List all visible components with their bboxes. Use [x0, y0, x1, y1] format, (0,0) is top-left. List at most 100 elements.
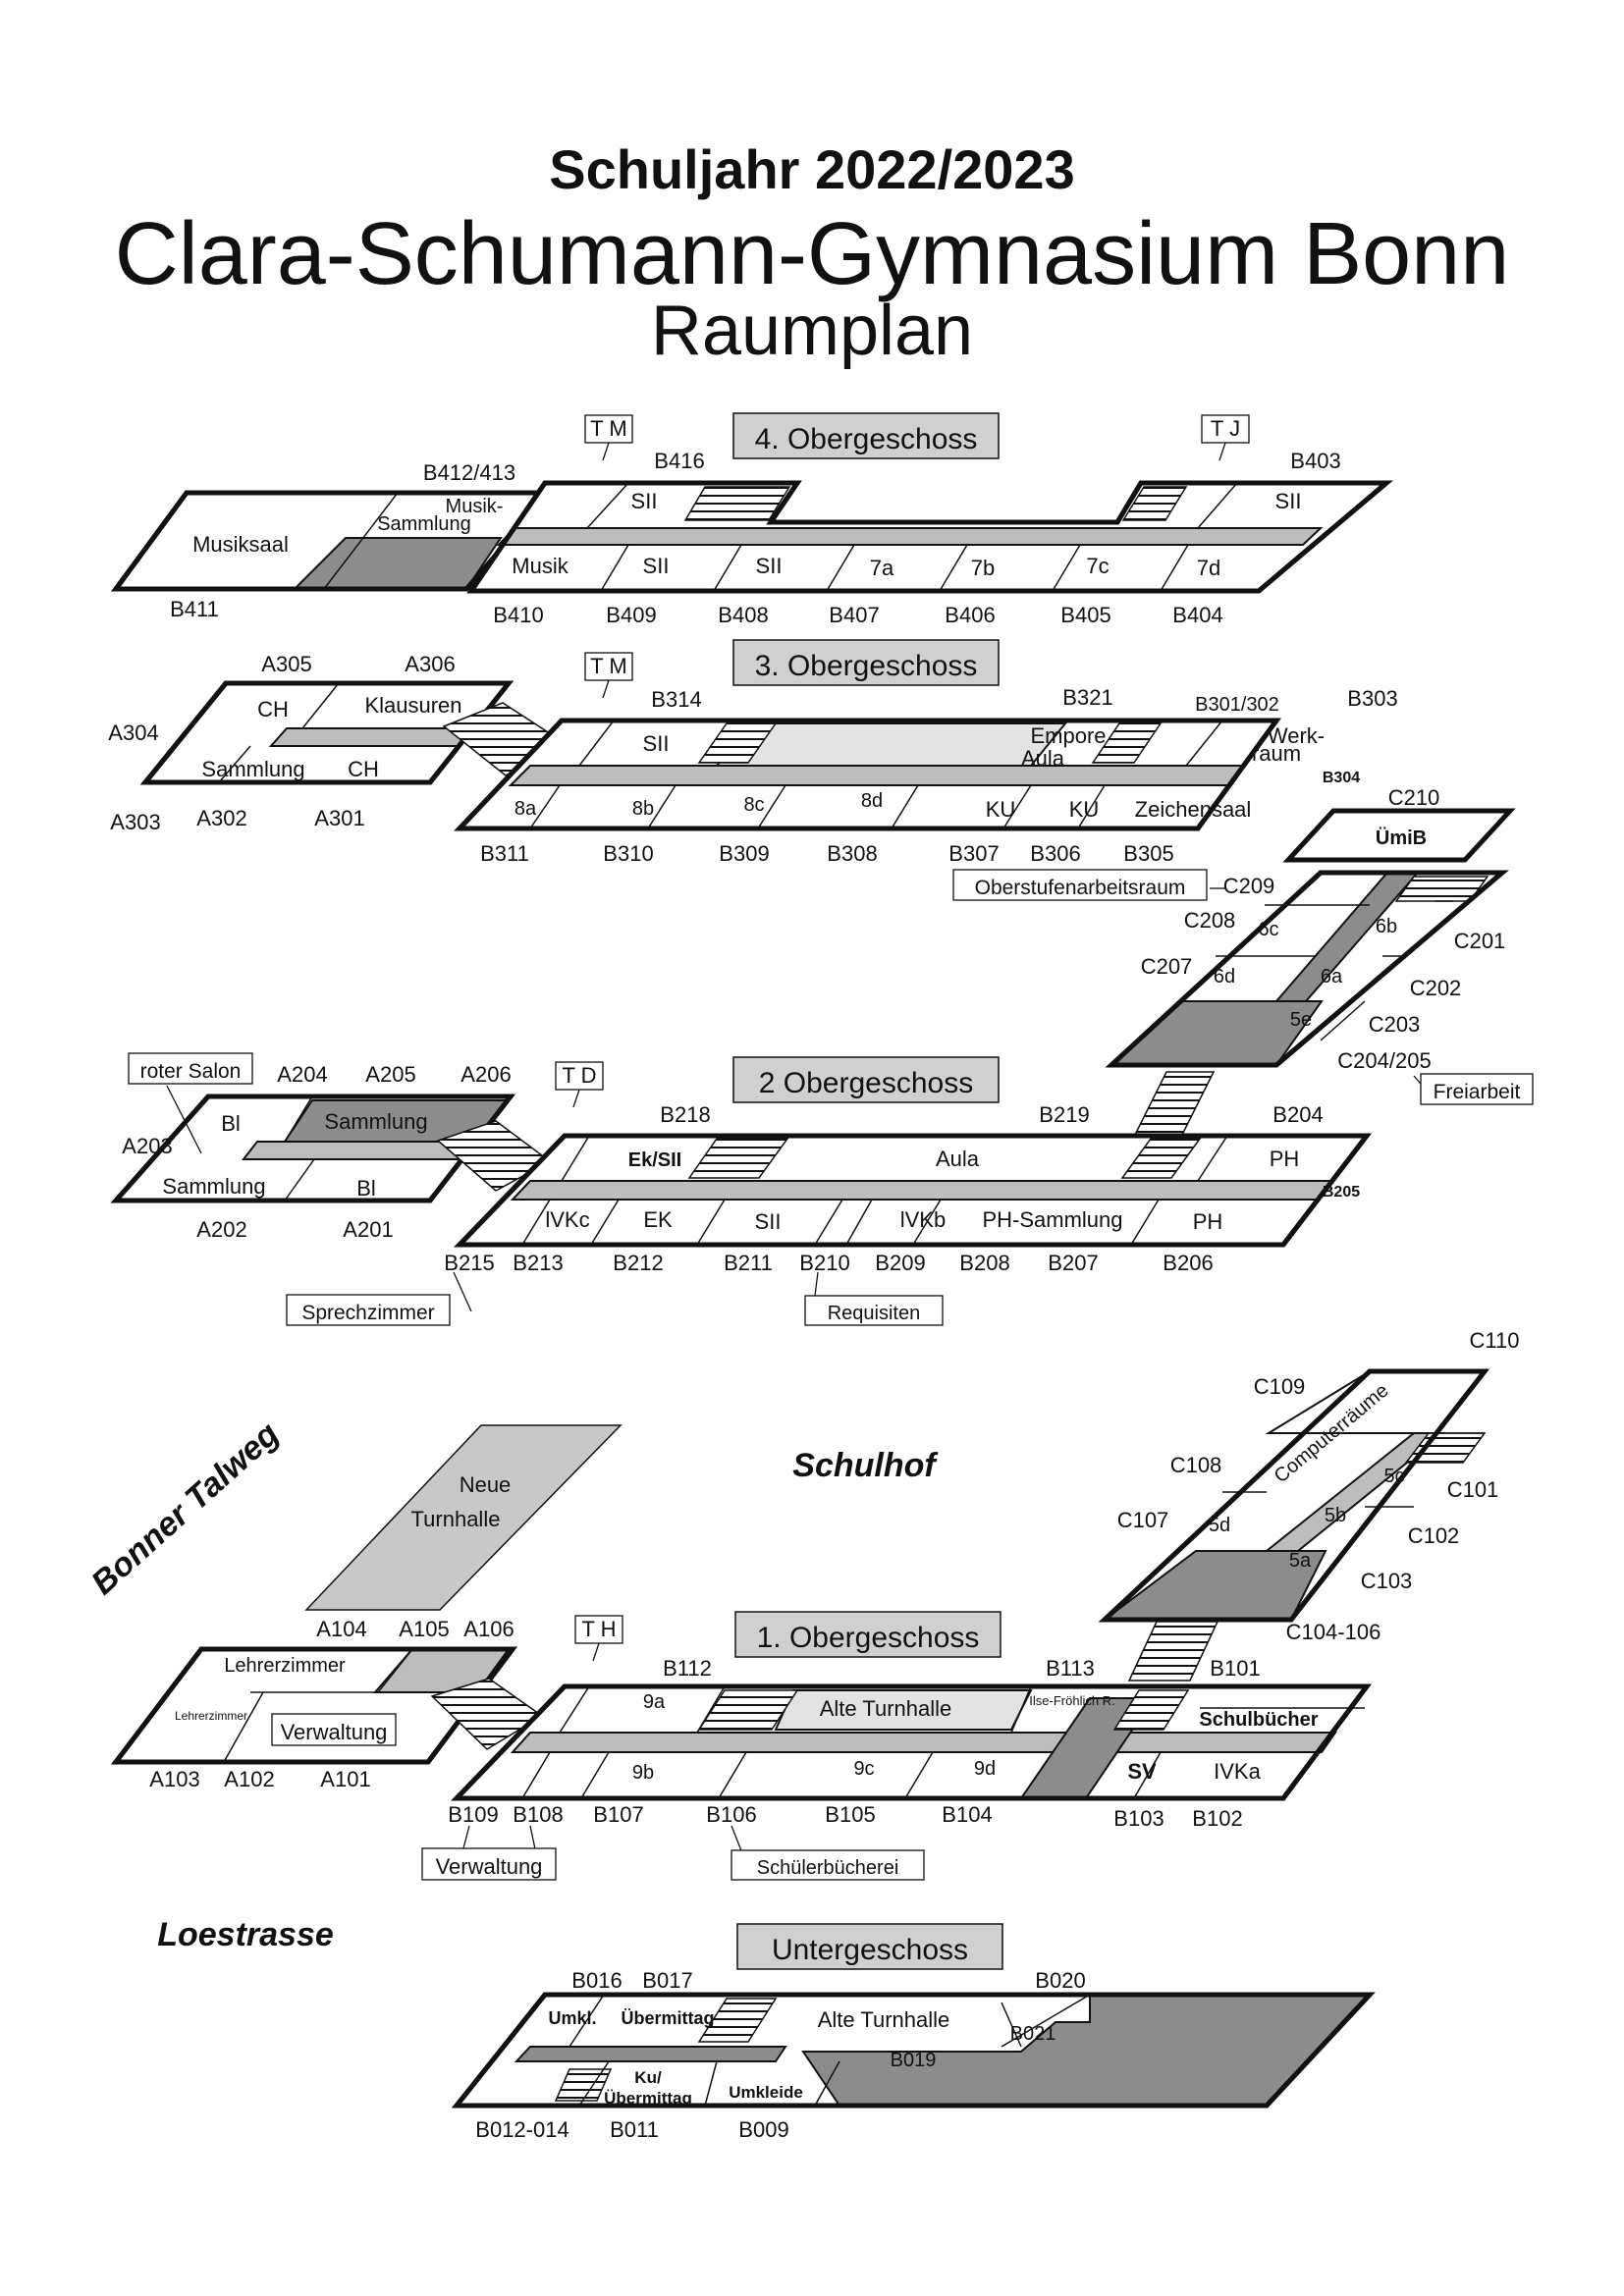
og4-room-divider [600, 544, 629, 592]
room-number: A306 [405, 652, 455, 676]
og2-room-divider [696, 1199, 726, 1246]
og1-title-frame [734, 1611, 1001, 1658]
room-musik-sammlung-1: Musik- [446, 496, 504, 517]
building-shapes [110, 480, 1516, 2109]
room-number: B411 [170, 597, 219, 621]
og4-room-divider [1160, 544, 1189, 592]
room-number: C110 [1470, 1328, 1520, 1353]
c-stairs-1-0 [1127, 1621, 1219, 1682]
room-umkl: Umkl. [548, 2008, 596, 2028]
room-number: B109 [448, 1802, 498, 1827]
room-number: B405 [1060, 603, 1110, 627]
og2-room-divider [561, 1135, 590, 1182]
room-number: A105 [399, 1617, 449, 1641]
og2-room-divider [521, 1199, 551, 1246]
ug-divider [1001, 2002, 1022, 2048]
room-ivkb: lVKb [900, 1207, 946, 1232]
room-number: C210 [1388, 785, 1440, 810]
room-sii: SII [643, 554, 670, 578]
room-number: C208 [1184, 908, 1236, 933]
og2-pointer [453, 1271, 472, 1312]
room-7c: 7c [1086, 554, 1109, 578]
ug-title-frame [736, 1923, 1003, 1970]
room-8b: 8b [632, 798, 654, 820]
room-number: A203 [122, 1134, 172, 1158]
room-number: B113 [1046, 1656, 1095, 1681]
room-number: B303 [1347, 686, 1397, 711]
room-number: A101 [320, 1767, 370, 1791]
og1-title: 1. Obergeschoss [757, 1622, 980, 1654]
og1-stairs-1 [697, 1689, 799, 1731]
room-zeichensaal: Zeichensaal [1135, 797, 1252, 822]
room-aula: Aula [1021, 746, 1065, 771]
og2-room-divider [590, 1199, 620, 1246]
room-bl: Bl [221, 1111, 241, 1136]
room-number: A303 [110, 810, 160, 834]
room-number: B011 [610, 2117, 659, 2142]
og4-tag-tj-frame [1201, 414, 1250, 444]
og3-a-divider [218, 745, 251, 783]
room-ph-sammlung: PH-Sammlung [982, 1207, 1122, 1232]
og3-room-divider [757, 784, 786, 829]
room-sammlung: Sammlung [201, 757, 304, 781]
og3-room-divider [1185, 720, 1223, 767]
school-year-heading: Schuljahr 2022/2023 [549, 138, 1075, 200]
room-9b: 9b [632, 1762, 654, 1784]
room-lehrerzimmer: Lehrerzimmer [224, 1655, 346, 1677]
room-number: C107 [1117, 1508, 1169, 1532]
c2-divider [1320, 1000, 1366, 1041]
room-schulbuecher: Schulbücher [1199, 1709, 1318, 1731]
room-number: B306 [1030, 841, 1080, 866]
box-verwaltung-a: Verwaltung [281, 1720, 388, 1744]
room-alte-turnhalle: Alte Turnhalle [818, 2007, 950, 2032]
room-number: A305 [261, 652, 311, 676]
og4-main-outline [466, 480, 1393, 594]
room-ku: KU [1069, 797, 1100, 822]
room-sv: SV [1127, 1759, 1157, 1784]
room-ch: CH [348, 757, 379, 781]
room-empore: Empore [1030, 723, 1106, 748]
room-ph: PH [1270, 1147, 1300, 1171]
og4-tag-tm-pointer [602, 442, 610, 461]
room-number: C104-106 [1286, 1620, 1381, 1644]
og4-room-divider [1052, 544, 1081, 592]
ug-title: Untergeschoss [772, 1934, 968, 1966]
og2-room-divider [1197, 1135, 1228, 1182]
box-sprechzimmer-frame [286, 1294, 451, 1326]
og1-room-divider [559, 1685, 590, 1734]
room-number: B215 [444, 1251, 494, 1275]
room-ilse-froehlich: Ilse-Fröhlich R. [1029, 1693, 1114, 1708]
og1-room-divider [904, 1751, 934, 1799]
og2-a-divider [284, 1095, 313, 1143]
room-number: A204 [277, 1062, 327, 1087]
room-number: B210 [799, 1251, 849, 1275]
og2-title-frame [732, 1056, 1000, 1103]
room-number: B104 [942, 1802, 992, 1827]
room-uebermittag: Übermittag [621, 2008, 714, 2028]
og3-a-divider [301, 682, 340, 729]
box-verwaltung-a-frame [271, 1713, 397, 1746]
og2-corridor [510, 1180, 1334, 1201]
og4-title-frame [732, 412, 1000, 459]
room-musik-sammlung-2: Sammlung [377, 513, 471, 535]
c1-wing-outline [1098, 1368, 1490, 1623]
og1-a-divider [223, 1691, 264, 1763]
og1-a-wing-outline [110, 1646, 517, 1765]
og3-room-divider [891, 784, 919, 829]
room-7b: 7b [971, 556, 995, 580]
room-6b: 6b [1376, 916, 1397, 937]
og3-title: 3. Obergeschoss [755, 650, 978, 682]
room-5b: 5b [1325, 1505, 1346, 1526]
room-8c: 8c [743, 794, 764, 816]
og1-turnhalle [774, 1689, 1033, 1731]
room-number: A202 [196, 1217, 246, 1242]
room-number: B212 [613, 1251, 663, 1275]
room-musiksaal: Musiksaal [192, 532, 289, 557]
courtyard-label: Schulhof [792, 1447, 939, 1484]
room-number: C202 [1410, 976, 1462, 1000]
room-number: B409 [606, 603, 656, 627]
c2-wing-outline [1105, 870, 1509, 1068]
room-number: B407 [829, 603, 879, 627]
og3-stairs-2 [1091, 722, 1163, 764]
og3-room-divider [529, 784, 561, 829]
